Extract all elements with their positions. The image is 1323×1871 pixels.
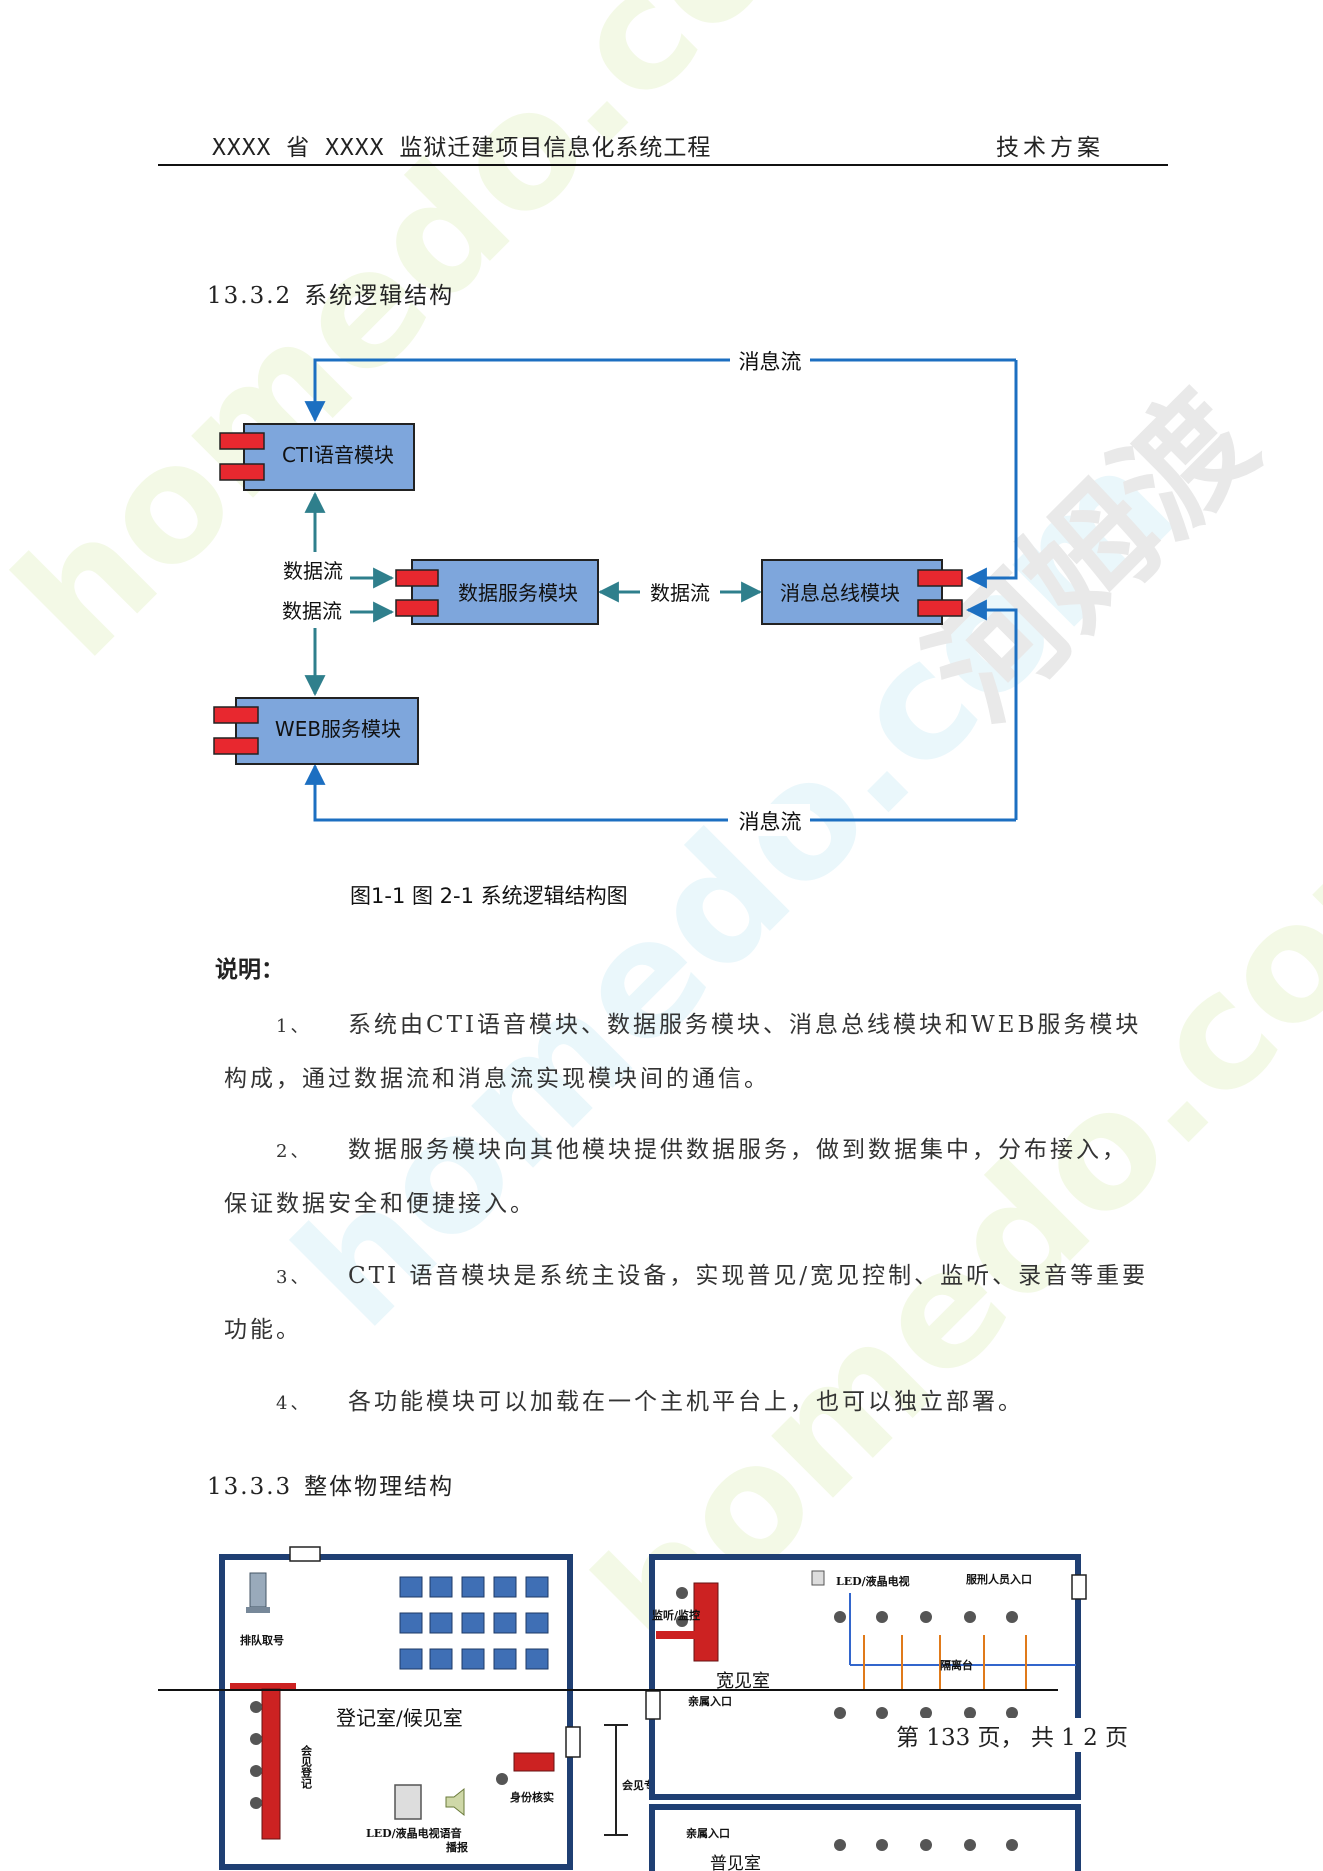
visit-channel <box>604 1724 628 1836</box>
note-4-number: 4、 <box>276 1393 312 1414</box>
note-3-continuation: 功能。 <box>224 1317 302 1343</box>
section-title: 系统逻辑结构 <box>304 283 455 309</box>
monitor-desk <box>656 1582 719 1662</box>
data-flow-lower-label: 数据流 <box>282 599 342 623</box>
message-flow-bottom-return <box>304 763 1016 822</box>
note-3: 3、 CTI 语音模块是系统主设备，实现普见/宽见控制、监听、录音等重要 功能。 <box>224 1250 1184 1356</box>
section-heading-logic: 13.3.2 系统逻辑结构 <box>207 276 454 310</box>
common-room-label: 普见室 <box>710 1854 761 1871</box>
common-room-wall <box>649 1804 1081 1871</box>
wide-room-label: 宽见室 <box>716 1671 770 1692</box>
id-check-label: 身份核实 <box>510 1790 554 1804</box>
register-vertical-label: 会见登记 <box>300 1744 314 1790</box>
physical-floor-plan: 排队取号 登记室/候见室 会见登记 LED/液晶电视语音 播报 身份核实 会见专… <box>219 1546 1087 1871</box>
message-flow-top-label: 消息流 <box>739 350 802 374</box>
family-entry-1-label: 亲属入口 <box>688 1694 732 1708</box>
visitor-seats-common <box>834 1839 1018 1851</box>
section-number: 13.3.3 <box>207 1474 293 1500</box>
figure-caption: 图1-1 图 2-1 系统逻辑结构图 <box>350 884 628 908</box>
note-1-continuation: 构成，通过数据流和消息流实现模块间的通信。 <box>224 1066 770 1092</box>
message-bus-module-label: 消息总线模块 <box>780 581 900 605</box>
note-2-number: 2、 <box>276 1141 312 1162</box>
id-check-desk <box>496 1752 555 1785</box>
note-3-first-line: CTI 语音模块是系统主设备，实现普见/宽见控制、监听、录音等重要 <box>348 1263 1149 1289</box>
family-entry-2-label: 亲属入口 <box>686 1826 730 1840</box>
separator-label: 隔离台 <box>940 1658 973 1672</box>
tv-icon <box>394 1784 422 1820</box>
message-flow-top-line <box>965 360 1018 589</box>
queue-label: 排队取号 <box>240 1633 284 1647</box>
visitor-seats-wide <box>834 1611 1018 1719</box>
monitor-label: 监听/监控 <box>652 1608 700 1622</box>
kiosk-icon <box>246 1572 270 1613</box>
note-1-first-line: 系统由CTI语音模块、数据服务模块、消息总线模块和WEB服务模块 <box>348 1012 1142 1038</box>
note-1: 1、 系统由CTI语音模块、数据服务模块、消息总线模块和WEB服务模块 构成，通过… <box>224 999 1184 1105</box>
tv-icon-right <box>811 1570 825 1586</box>
data-service-module-label: 数据服务模块 <box>458 581 578 605</box>
speaker-icon <box>445 1787 465 1817</box>
section-title: 整体物理结构 <box>304 1474 455 1500</box>
note-4-first-line: 各功能模块可以加载在一个主机平台上，也可以独立部署。 <box>348 1389 1024 1415</box>
message-flow-bottom-label: 消息流 <box>739 810 802 834</box>
cti-module: CTI语音模块 <box>219 423 415 491</box>
led-tv-left-label: LED/液晶电视语音 <box>366 1826 462 1840</box>
message-bus-module: 消息总线模块 <box>761 559 963 625</box>
web-service-module: WEB服务模块 <box>213 697 419 765</box>
note-2-continuation: 保证数据安全和便捷接入。 <box>224 1191 536 1217</box>
page-number: 第 133 页， 共 1 2 页 <box>892 1718 1133 1752</box>
waiting-seats <box>399 1576 549 1670</box>
note-2-first-line: 数据服务模块向其他模块提供数据服务，做到数据集中，分布接入， <box>348 1137 1128 1163</box>
message-flow-top-return <box>304 358 1016 423</box>
header-title: XXXX 省 XXXX 监狱迁建项目信息化系统工程 <box>212 135 712 161</box>
note-2: 2、 数据服务模块向其他模块提供数据服务，做到数据集中，分布接入， 保证数据安全和… <box>224 1124 1184 1230</box>
staff-entry-label: 服刑人员入口 <box>966 1572 1032 1586</box>
header-right: 技术方案 <box>996 135 1104 161</box>
web-service-module-label: WEB服务模块 <box>275 717 401 741</box>
section-number: 13.3.2 <box>207 283 293 309</box>
data-service-module: 数据服务模块 <box>395 559 599 625</box>
footer-rule <box>158 1689 1058 1691</box>
logic-structure-diagram: 消息流 消息流 数据流 数据流 数据流 CTI语音模块 数据服务模块 消息总线模… <box>213 344 1018 836</box>
broadcast-label: 播报 <box>446 1840 469 1854</box>
note-3-number: 3、 <box>276 1267 312 1288</box>
data-flow-middle-label: 数据流 <box>650 581 710 605</box>
register-room-label: 登记室/候见室 <box>336 1706 463 1730</box>
data-flow-upper-label: 数据流 <box>283 559 343 583</box>
note-1-number: 1、 <box>276 1016 312 1037</box>
section-heading-physical: 13.3.3 整体物理结构 <box>207 1467 454 1501</box>
registration-desk <box>230 1683 296 1840</box>
header-rule <box>158 164 1168 166</box>
separator-posts <box>863 1635 1027 1689</box>
cti-module-label: CTI语音模块 <box>282 443 394 467</box>
message-flow-bottom-line <box>965 599 1018 820</box>
notes-label: 说明： <box>215 956 284 983</box>
led-tv-right-label: LED/液晶电视 <box>836 1574 910 1588</box>
note-4: 4、 各功能模块可以加载在一个主机平台上，也可以独立部署。 <box>224 1376 1184 1430</box>
